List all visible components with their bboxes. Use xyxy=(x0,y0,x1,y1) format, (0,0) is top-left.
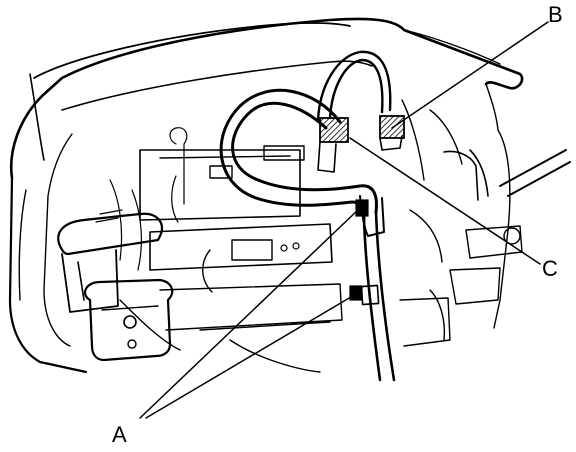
recliner-handle xyxy=(57,212,174,362)
connector-c xyxy=(317,117,349,173)
seat-back-frame xyxy=(8,17,524,374)
side-rod xyxy=(429,149,571,341)
callout-a: A xyxy=(112,422,127,447)
leader-line-b xyxy=(391,21,549,129)
seat-inner-frame xyxy=(95,99,463,373)
callout-c: C xyxy=(542,256,558,281)
leader-lines xyxy=(139,21,549,419)
harness-clip-upper xyxy=(355,199,369,217)
wire-harness xyxy=(219,50,396,382)
connector-b xyxy=(379,115,405,151)
leader-line-a2 xyxy=(145,293,357,419)
leader-line-a1 xyxy=(139,207,361,419)
callout-b: B xyxy=(548,2,563,27)
harness-clip-lower xyxy=(349,285,363,301)
leader-line-c xyxy=(349,137,541,265)
